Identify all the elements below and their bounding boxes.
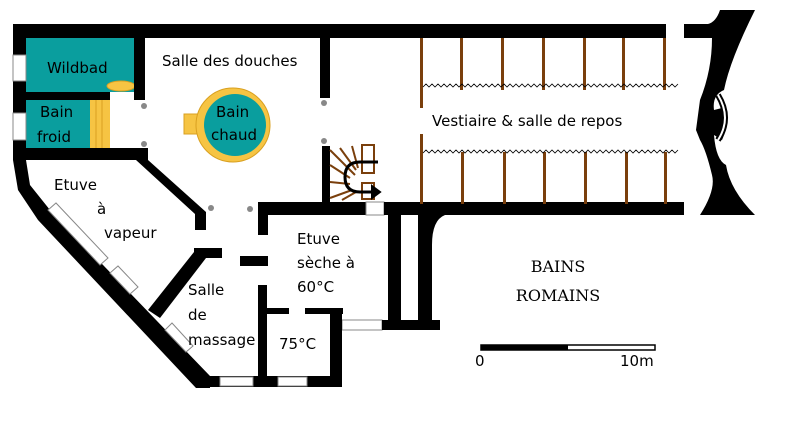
- label-etuve-seche-2: sèche à: [297, 254, 355, 272]
- label-massage-2: de: [188, 306, 207, 324]
- title-line-1: BAINS: [531, 257, 586, 276]
- wildbad-step: [106, 80, 136, 92]
- walls: [12, 10, 755, 388]
- label-etuve-vapeur-3: vapeur: [104, 224, 157, 242]
- label-etuve-seche-1: Etuve: [297, 230, 340, 248]
- label-massage-3: massage: [188, 331, 255, 349]
- title-line-2: ROMAINS: [516, 286, 600, 305]
- bain-froid-pool: [26, 100, 90, 148]
- scale-start: 0: [475, 352, 485, 370]
- label-wildbad: Wildbad: [47, 59, 108, 77]
- label-bain-froid-1: Bain: [40, 103, 73, 121]
- label-etuve-vapeur-2: à: [97, 200, 106, 218]
- scale-end: 10m: [620, 352, 654, 370]
- label-bain-chaud-2: chaud: [211, 126, 257, 144]
- label-bain-chaud-1: Bain: [216, 103, 249, 121]
- label-vestiaire: Vestiaire & salle de repos: [432, 112, 622, 130]
- label-massage-1: Salle: [188, 281, 224, 299]
- label-etuve-vapeur-1: Etuve: [54, 176, 97, 194]
- label-etuve-seche-3: 60°C: [297, 278, 334, 296]
- staircase: [329, 144, 382, 201]
- bain-froid-steps: [90, 100, 110, 148]
- bain-chaud-pool: [183, 87, 271, 163]
- label-etuve-75: 75°C: [279, 335, 316, 353]
- vestiaire-cabins: [420, 38, 679, 204]
- label-bain-froid-2: froid: [37, 128, 71, 146]
- scale-bar: [480, 344, 656, 351]
- label-salle-douches: Salle des douches: [162, 52, 298, 70]
- columns: [141, 100, 327, 212]
